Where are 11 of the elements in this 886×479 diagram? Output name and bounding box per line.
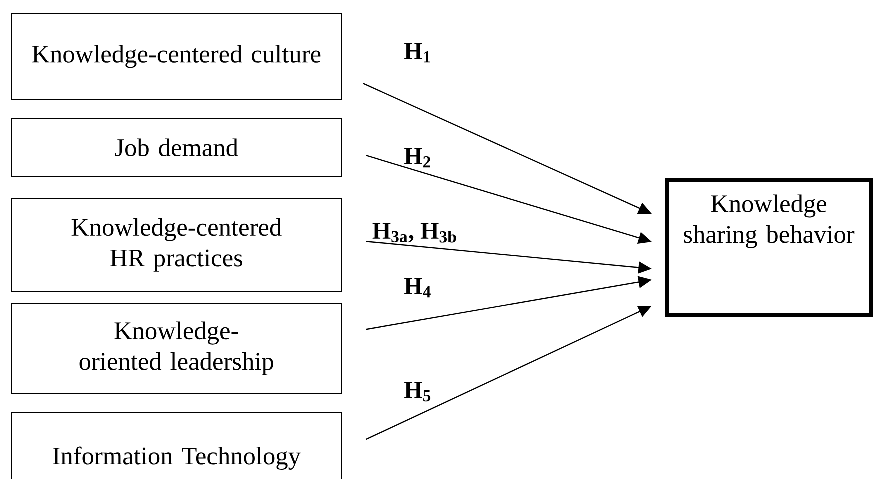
edge-label: H$_{1}$	[404, 43, 430, 63]
construct-box: Knowledge-centered HR practices	[11, 198, 342, 292]
construct-box: Job demand	[11, 118, 342, 178]
construct-box: Knowledge-oriented leadership	[11, 303, 342, 394]
edge-label: H$_{3a}$, H$_{3b}$	[372, 223, 456, 243]
edge-label: H$_{5}$	[404, 382, 431, 402]
edge-label: H$_{2}$	[404, 148, 430, 168]
edge-label: H$_{4}$	[404, 278, 431, 298]
construct-box: Information Technology	[11, 412, 342, 479]
outcome-box: Knowledge sharing behavior	[665, 178, 873, 317]
construct-box: Knowledge-centered culture	[11, 13, 342, 100]
